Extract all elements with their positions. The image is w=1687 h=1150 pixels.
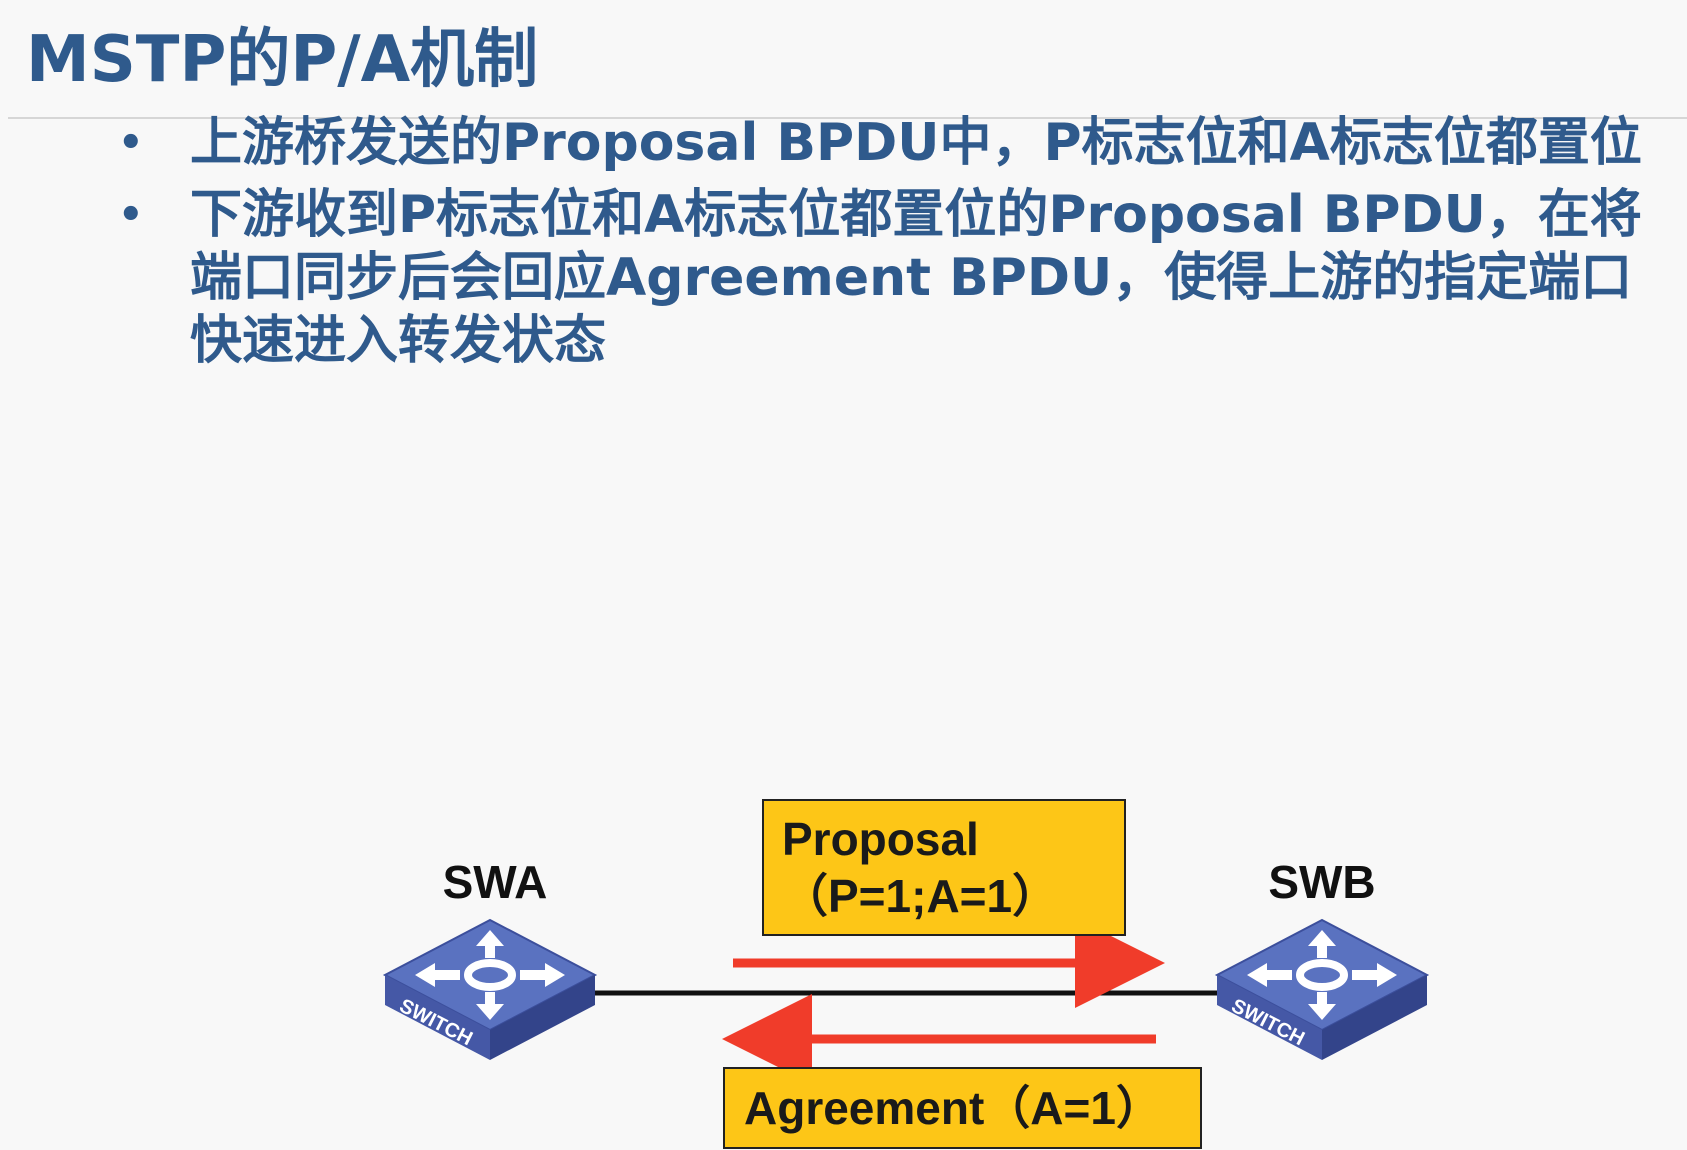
bullet-text-2: 下游收到P标志位和A标志位都置位的Proposal BPDU，在将端口同步后会回… — [190, 185, 1642, 371]
switch-b-label: SWB — [1268, 856, 1375, 908]
proposal-box: Proposal （P=1;A=1） — [762, 799, 1126, 936]
bullet-item-2: • 下游收到P标志位和A标志位都置位的Proposal BPDU，在将端口同步后… — [110, 184, 1680, 373]
proposal-label-line1: Proposal — [782, 813, 979, 865]
switch-a: SWITCH — [385, 920, 595, 1060]
switch-a-label: SWA — [443, 856, 548, 908]
bullet-item-1: • 上游桥发送的Proposal BPDU中，P标志位和A标志位都置位 — [110, 112, 1680, 175]
slide-title: MSTP的P/A机制 — [26, 23, 539, 97]
bullet-text-1: 上游桥发送的Proposal BPDU中，P标志位和A标志位都置位 — [190, 113, 1642, 173]
agreement-label: Agreement（A=1） — [744, 1082, 1162, 1134]
switch-icon — [385, 920, 595, 1060]
bullet-dot-icon: • — [118, 120, 144, 166]
title-divider — [8, 117, 1687, 119]
agreement-box: Agreement（A=1） — [723, 1067, 1202, 1149]
proposal-label-line2: （P=1;A=1） — [782, 870, 1058, 922]
bullet-list: • 上游桥发送的Proposal BPDU中，P标志位和A标志位都置位 • 下游… — [110, 112, 1680, 382]
switch-icon — [1217, 920, 1427, 1060]
switch-b: SWITCH — [1217, 920, 1427, 1060]
bullet-dot-icon: • — [118, 192, 144, 238]
